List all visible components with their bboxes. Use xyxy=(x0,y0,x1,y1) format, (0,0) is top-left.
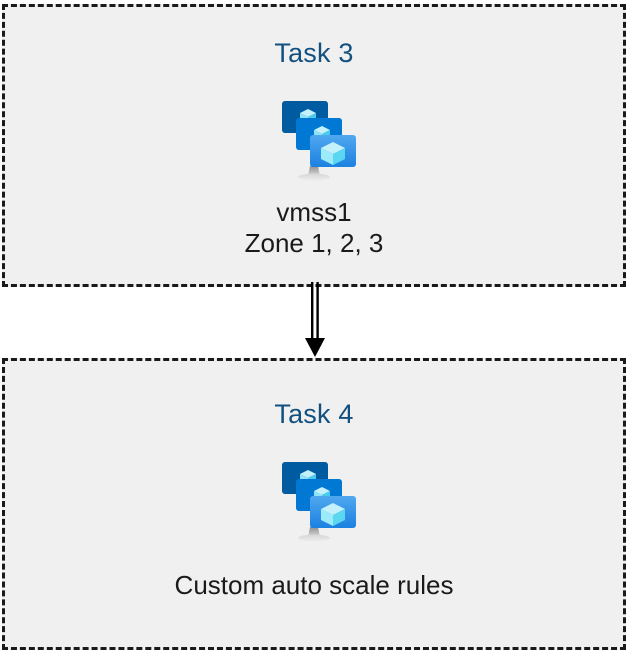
task-box-task-4[interactable]: Task 4 xyxy=(2,358,626,650)
task-3-caption: vmss1 Zone 1, 2, 3 xyxy=(244,197,384,258)
connector-task3-to-task4 xyxy=(300,282,330,360)
task-box-task-3[interactable]: Task 3 xyxy=(2,4,626,287)
task-4-title: Task 4 xyxy=(274,399,354,429)
virtual-machine-scale-set-icon xyxy=(266,450,362,546)
task-4-caption: Custom auto scale rules xyxy=(174,570,454,600)
task-3-title: Task 3 xyxy=(274,38,354,68)
arrow-down-icon xyxy=(305,282,325,357)
virtual-machine-scale-set-icon xyxy=(266,89,362,185)
